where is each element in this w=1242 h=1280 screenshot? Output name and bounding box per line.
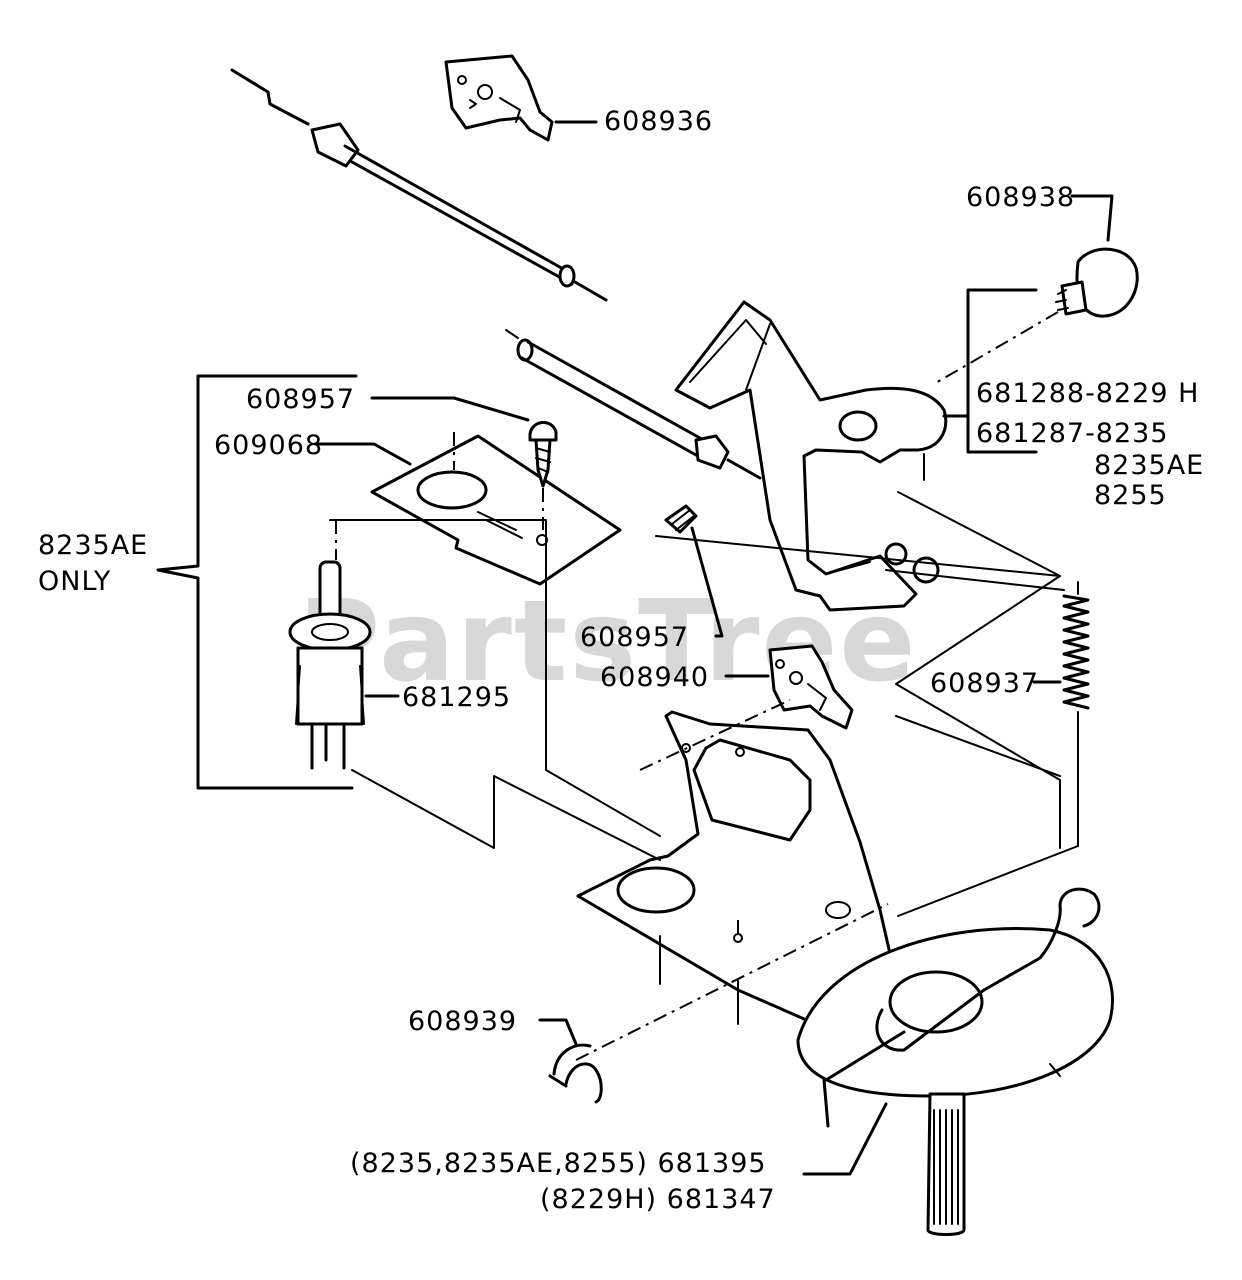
- switch-681295: [288, 520, 372, 770]
- label-608936: 608936: [604, 106, 713, 137]
- screw-608957-mid: [664, 504, 698, 534]
- label-8235ae-only-line2: ONLY: [38, 566, 111, 597]
- label-609068: 609068: [214, 430, 323, 461]
- label-681295: 681295: [402, 682, 511, 713]
- bracket-8235ae-only: [156, 374, 358, 790]
- label-608939: 608939: [408, 1006, 517, 1037]
- label-608938: 608938: [966, 182, 1075, 213]
- label-608957-top: 608957: [246, 384, 355, 415]
- pivot-disc-681395: [796, 887, 1114, 1236]
- spring-608937: [1062, 581, 1090, 725]
- cable-rod-lower: [505, 329, 762, 480]
- leader-609068: [316, 442, 412, 466]
- screw-608957-top: [528, 421, 558, 530]
- switch-plate-609068: [370, 432, 622, 586]
- label-608937: 608937: [930, 668, 1039, 699]
- leader-608957-top: [370, 396, 530, 422]
- frame-bracket: [576, 710, 914, 1042]
- label-681395: (8235,8235AE,8255) 681395: [350, 1148, 767, 1179]
- center-lines: [329, 453, 1079, 1061]
- label-681288: 681288-8229 H: [976, 378, 1199, 409]
- leader-608939: [538, 1018, 578, 1046]
- part-labels: 608936 608938 608957 609068 681288-8229 …: [38, 106, 1204, 1215]
- clip-608936: [444, 54, 554, 142]
- leader-608957-mid: [690, 526, 724, 638]
- bracket-681288: [966, 288, 1038, 454]
- knob-608938: [933, 194, 1139, 385]
- label-681287: 681287-8235: [976, 418, 1169, 449]
- label-681347: (8229H) 681347: [540, 1184, 776, 1215]
- label-608957-mid: 608957: [580, 622, 689, 653]
- label-681287-8255: 8255: [1094, 480, 1167, 511]
- label-8235ae-only-line1: 8235AE: [38, 530, 148, 561]
- retaining-ring-608939: [548, 1043, 603, 1104]
- cable-rod-upper: [230, 68, 608, 302]
- leader-681395: [802, 1102, 888, 1176]
- label-608940: 608940: [600, 662, 709, 693]
- label-681287-8235ae: 8235AE: [1094, 450, 1204, 481]
